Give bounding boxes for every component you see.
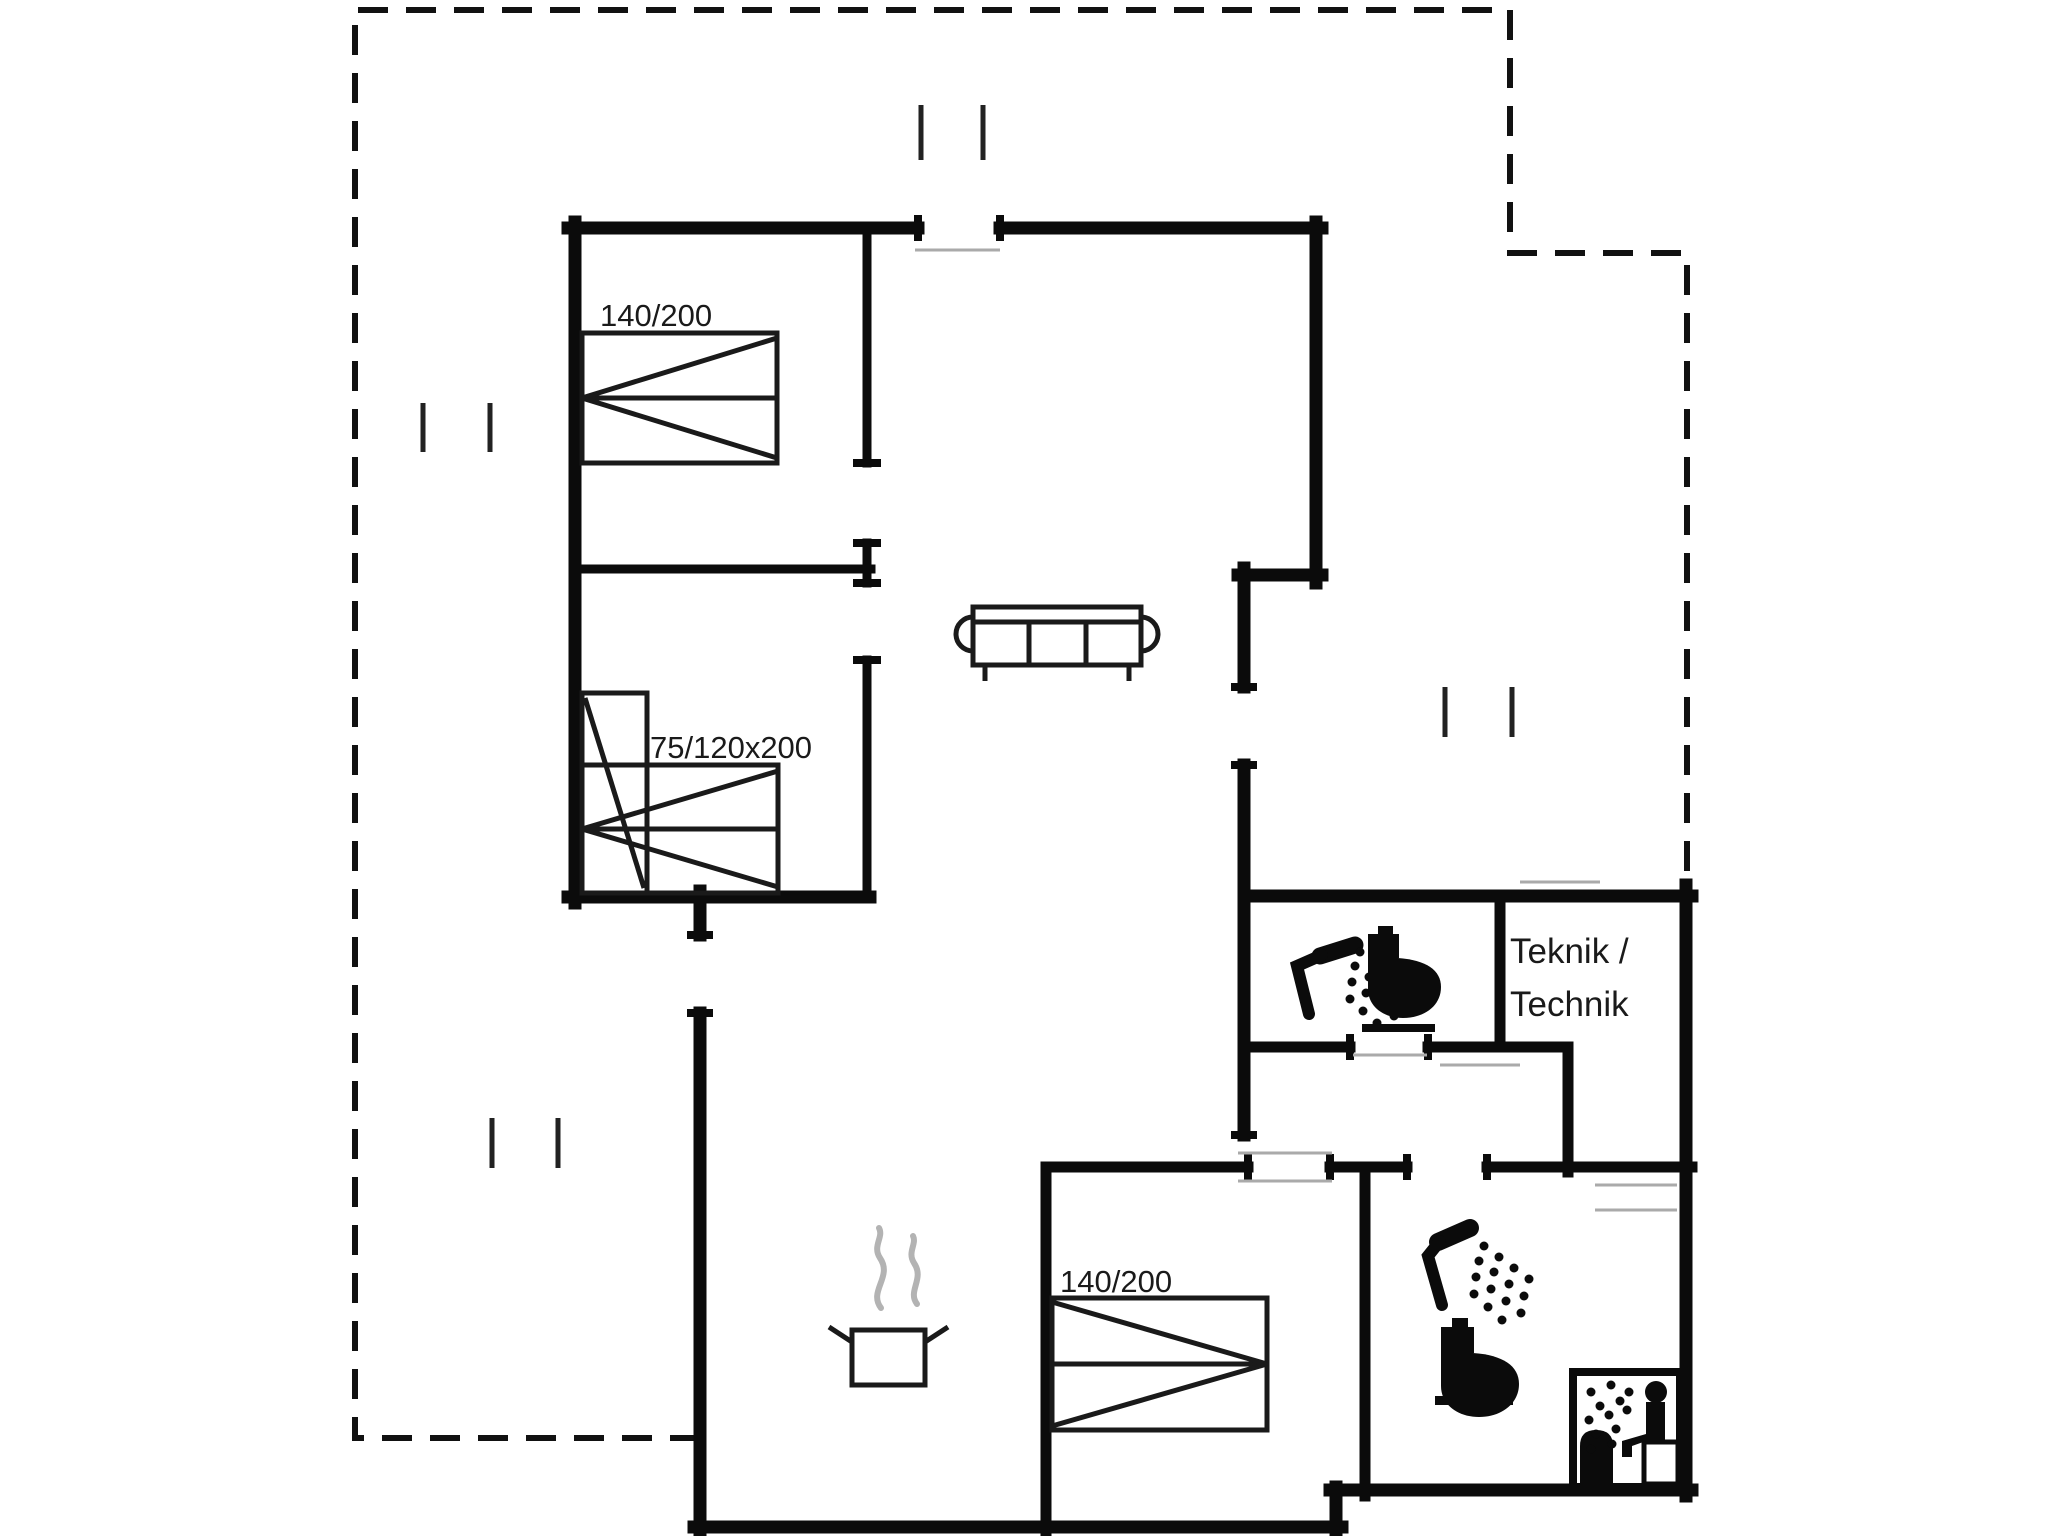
window-tick-marks [420,105,1515,1168]
cooking-pot-icon [827,1324,950,1388]
interior-walls [573,228,1698,1536]
door-openings [687,215,1491,1180]
steam-icon [874,1225,921,1311]
terrace-outline [352,7,1690,1441]
sofa-icon [953,604,1161,681]
bed-size-label-bedroom3: 140/200 [1060,1264,1172,1299]
toilet-icon-bathroom2 [1435,1318,1519,1417]
technical-room-label: Teknik / Technik [1510,932,1629,1024]
bed-size-label-bedroom2: 75/120x200 [650,730,812,765]
sauna-steam-dots [1584,1380,1634,1454]
toilet-icon-bathroom1 [1362,926,1441,1032]
exterior-walls [561,215,1699,1536]
technical-room-label-line1: Teknik / [1510,932,1629,971]
sauna-icon [1569,1368,1684,1491]
bed-size-label-bedroom1: 140/200 [600,298,712,333]
door-swing-lines [915,248,1677,1212]
sauna-person [1622,1381,1667,1457]
technical-room-label-line2: Technik [1510,985,1629,1024]
sauna-heater [1580,1430,1613,1484]
shower-spray-dots [1469,1241,1534,1325]
bed-icon-bedroom1 [579,330,780,466]
sauna-bench [1641,1439,1681,1487]
bunk-bed-icon [579,690,781,896]
bed-icon-bedroom3 [1049,1295,1270,1433]
shower-icon-bathroom2 [1421,1219,1534,1325]
